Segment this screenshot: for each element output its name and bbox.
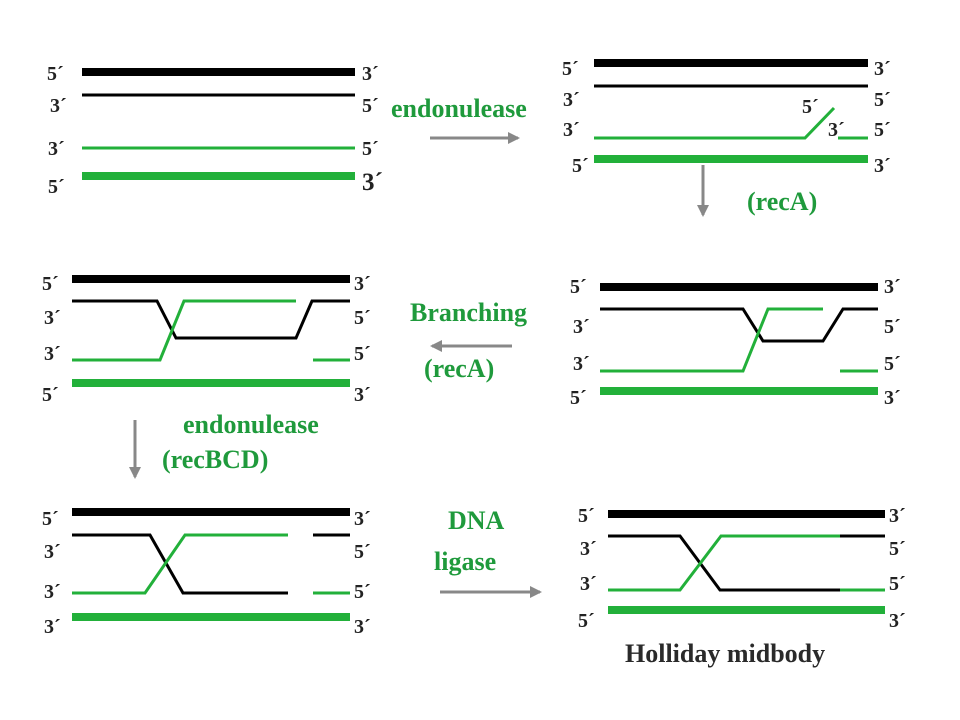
- step-branching: Branching (recA): [410, 298, 527, 383]
- p4-end-label: 5´: [570, 387, 587, 409]
- p1-end-label: 3´: [362, 63, 379, 85]
- p4-end-label: 5´: [884, 316, 901, 338]
- p1-end-label: 5´: [48, 176, 65, 198]
- p1-end-label: 3´: [48, 138, 65, 160]
- p2-end-label: 3´: [874, 155, 891, 177]
- p3-green-crossing-strand: [72, 299, 296, 362]
- p2-end-label: 5´: [802, 96, 819, 118]
- p5-end-label: 3´: [44, 541, 61, 563]
- label-recBCD: (recBCD): [162, 445, 268, 474]
- p3-end-label: 3´: [354, 273, 371, 295]
- label-endonulease: endonulease: [391, 94, 527, 123]
- p4-end-label: 5´: [884, 353, 901, 375]
- p3-end-label: 5´: [42, 273, 59, 295]
- p3-end-label: 3´: [354, 384, 371, 406]
- p6-black-crossing-strand: [608, 534, 840, 592]
- step-dna-ligase: DNA ligase: [434, 506, 542, 598]
- label-ligase: ligase: [434, 547, 496, 576]
- step-endonulease-recBCD: endonulease (recBCD): [129, 410, 319, 479]
- p1-end-label: 5´: [362, 138, 379, 160]
- panel-4-invasion: 5´ 3´ 3´ 5´ 3´ 5´ 5´ 3´: [570, 276, 901, 409]
- p4-end-label: 3´: [884, 387, 901, 409]
- step-endonulease: endonulease: [391, 94, 527, 144]
- panel-2-nicked: 5´ 3´ 3´ 5´ 5´ 3´ 3´ 5´ 5´ 3´: [562, 58, 891, 177]
- p5-end-label: 5´: [354, 541, 371, 563]
- panel-5-cleaved: 5´ 3´ 3´ 5´ 3´ 5´ 3´ 3´: [42, 508, 371, 638]
- p4-black-crossing-strand: [600, 307, 878, 343]
- p4-end-label: 3´: [884, 276, 901, 298]
- p2-end-label: 5´: [874, 119, 891, 141]
- p1-end-label: 3´: [362, 169, 383, 196]
- label-holliday-midbody: Holliday midbody: [625, 639, 825, 668]
- p6-green-crossing-strand: [608, 534, 840, 592]
- p2-end-label: 3´: [874, 58, 891, 80]
- p3-end-label: 3´: [44, 343, 61, 365]
- p4-end-label: 3´: [573, 316, 590, 338]
- p6-end-label: 5´: [578, 610, 595, 632]
- p6-end-label: 3´: [889, 505, 906, 527]
- p3-end-label: 3´: [44, 307, 61, 329]
- p6-end-label: 3´: [580, 538, 597, 560]
- label-branching: Branching: [410, 298, 527, 327]
- p2-end-label: 5´: [874, 89, 891, 111]
- p2-end-label: 5´: [572, 155, 589, 177]
- p3-end-label: 5´: [354, 307, 371, 329]
- label-recA-2: (recA): [424, 354, 494, 383]
- label-dna: DNA: [448, 506, 505, 535]
- p2-end-label: 3´: [828, 119, 845, 141]
- p2-end-label: 3´: [563, 119, 580, 141]
- p4-end-label: 3´: [573, 353, 590, 375]
- panel-6-holliday: 5´ 3´ 3´ 5´ 3´ 5´ 5´ 3´ Holliday midbody: [578, 505, 906, 668]
- p6-end-label: 5´: [889, 538, 906, 560]
- p5-end-label: 3´: [44, 581, 61, 603]
- p1-end-label: 5´: [47, 63, 64, 85]
- p3-black-crossing-strand: [72, 299, 350, 340]
- p2-end-label: 3´: [563, 89, 580, 111]
- p6-end-label: 3´: [889, 610, 906, 632]
- p6-end-label: 5´: [578, 505, 595, 527]
- p4-green-crossing-strand: [600, 307, 823, 373]
- p1-end-label: 3´: [50, 95, 67, 117]
- p6-end-label: 3´: [580, 573, 597, 595]
- p1-end-label: 5´: [362, 95, 379, 117]
- p6-end-label: 5´: [889, 573, 906, 595]
- step-recA-1: (recA): [697, 165, 817, 217]
- panel-1-initial: 5´ 3´ 3´ 5´ 3´ 5´ 5´ 3´: [47, 63, 383, 198]
- p5-end-label: 5´: [42, 508, 59, 530]
- label-endonulease-2: endonulease: [183, 410, 319, 439]
- panel-3-branched: 5´ 3´ 3´ 5´ 3´ 5´ 5´ 3´: [42, 273, 371, 406]
- p5-green-crossing-strand: [72, 533, 288, 595]
- p2-end-label: 5´: [562, 58, 579, 80]
- p5-end-label: 5´: [354, 581, 371, 603]
- p5-end-label: 3´: [44, 616, 61, 638]
- p5-end-label: 3´: [354, 508, 371, 530]
- label-recA-1: (recA): [747, 187, 817, 216]
- p3-end-label: 5´: [42, 384, 59, 406]
- p3-end-label: 5´: [354, 343, 371, 365]
- p4-end-label: 5´: [570, 276, 587, 298]
- p2-nicked-green-strand: [594, 106, 836, 140]
- p5-end-label: 3´: [354, 616, 371, 638]
